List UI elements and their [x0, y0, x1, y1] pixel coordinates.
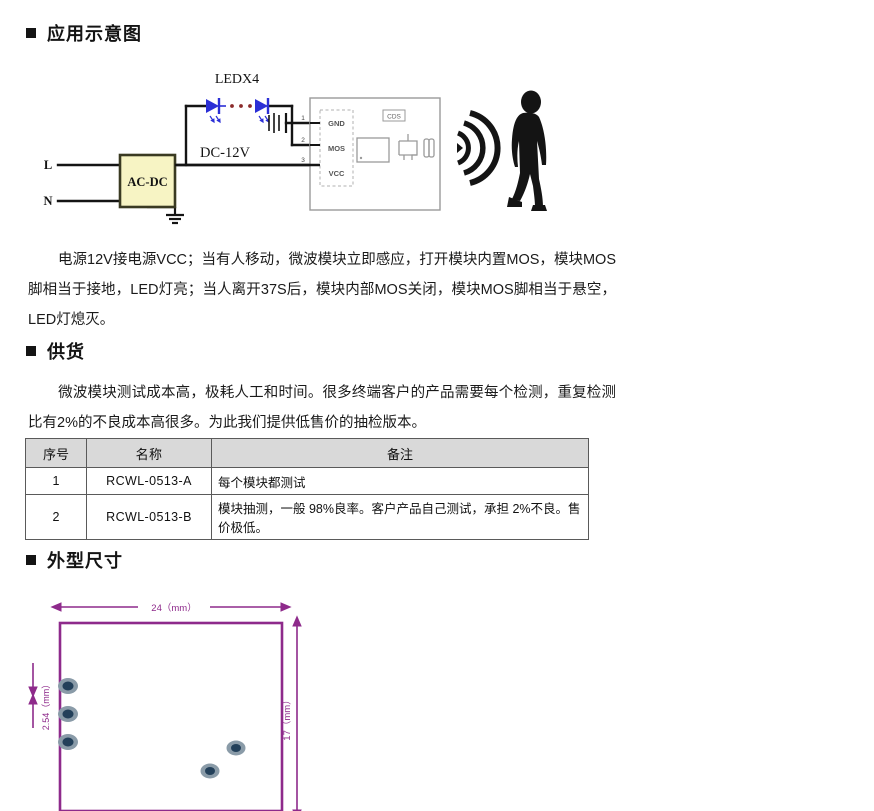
table-row: 2 RCWL-0513-B 模块抽测，一般 98%良率。客户产品自己测试，承担 … [25, 494, 589, 540]
cell-index: 2 [25, 494, 87, 540]
led-diode-icon [255, 98, 270, 124]
square-bullet-icon [26, 28, 36, 38]
pcb-pad [200, 763, 220, 779]
pin-number-1: 1 [301, 115, 305, 122]
width-dimension-label: 24（mm） [151, 602, 196, 614]
line-label-n: N [43, 194, 52, 208]
pcb-pad [58, 734, 78, 750]
radio-wave-icon [456, 110, 501, 186]
table-header-index: 序号 [25, 438, 87, 468]
cds-label-box: CDS [382, 109, 406, 122]
walking-person-icon [507, 90, 547, 211]
heading-label: 外型尺寸 [47, 551, 123, 571]
inductor-icon [423, 138, 435, 158]
svg-text:CDS: CDS [387, 114, 401, 121]
supply-paragraph-text: 微波模块测试成本高，极耗人工和时间。很多终端客户的产品需要每个检测，重复检测比有… [28, 385, 616, 431]
line-label-l: L [44, 158, 52, 172]
led-series-dots-icon [230, 104, 252, 108]
table-row: 1 RCWL-0513-A 每个模块都测试 [25, 467, 589, 495]
cell-name: RCWL-0513-B [86, 494, 212, 540]
acdc-converter-box [118, 153, 177, 209]
supply-table: 序号 名称 备注 1 RCWL-0513-A 每个模块都测试 2 RCWL-05… [25, 438, 589, 540]
heading-supply: 供货 [26, 338, 85, 364]
pin-label-vcc: VCC [329, 169, 345, 178]
pitch-dimension-label: 2.54（mm） [41, 680, 51, 731]
heading-application-diagram: 应用示意图 [26, 20, 142, 46]
led-diode-icon [206, 98, 226, 124]
pin-number-3: 3 [301, 157, 305, 164]
transistor-icon [398, 134, 418, 160]
pcb-pad-left-group [58, 678, 78, 750]
pin-number-2: 2 [301, 137, 305, 144]
square-bullet-icon [26, 346, 36, 356]
square-bullet-icon [26, 555, 36, 565]
cell-note: 每个模块都测试 [211, 467, 589, 495]
pin-label-mos: MOS [328, 144, 345, 153]
application-paragraph: 电源12V接电源VCC；当有人移动，微波模块立即感应，打开模块内置MOS，模块M… [28, 245, 616, 335]
pcb-pad [58, 706, 78, 722]
pin-header-group [319, 109, 354, 187]
height-dimension-label: 17（mm） [281, 695, 293, 740]
table-header-note: 备注 [211, 438, 589, 468]
pcb-outline [58, 621, 284, 811]
chip-icon [356, 137, 390, 163]
heading-dimensions: 外型尺寸 [26, 547, 123, 573]
cell-index: 1 [25, 467, 87, 495]
cell-name: RCWL-0513-A [86, 467, 212, 495]
pcb-pad [58, 678, 78, 694]
table-header-row: 序号 名称 备注 [25, 438, 589, 468]
application-circuit-diagram: AC-DC L N DC-12V LEDX4 [20, 55, 600, 230]
cell-note: 模块抽测，一般 98%良率。客户产品自己测试，承担 2%不良。售价极低。 [211, 494, 589, 540]
pcb-pad-corner-group [200, 740, 246, 779]
led-group-label: LEDX4 [215, 72, 259, 87]
dc-supply-label: DC-12V [200, 145, 250, 161]
application-paragraph-text: 电源12V接电源VCC；当有人移动，微波模块立即感应，打开模块内置MOS，模块M… [28, 252, 616, 328]
pcb-pad [226, 740, 246, 756]
heading-label: 供货 [47, 342, 85, 362]
table-header-name: 名称 [86, 438, 212, 468]
pin-label-gnd: GND [328, 119, 345, 128]
acdc-label: AC-DC [127, 175, 167, 189]
heading-label: 应用示意图 [47, 24, 142, 44]
pcb-dimension-drawing: 24（mm） 17（mm） 2.54（mm） [18, 585, 358, 811]
capacitor-icon [268, 113, 288, 133]
supply-paragraph: 微波模块测试成本高，极耗人工和时间。很多终端客户的产品需要每个检测，重复检测比有… [28, 378, 616, 438]
